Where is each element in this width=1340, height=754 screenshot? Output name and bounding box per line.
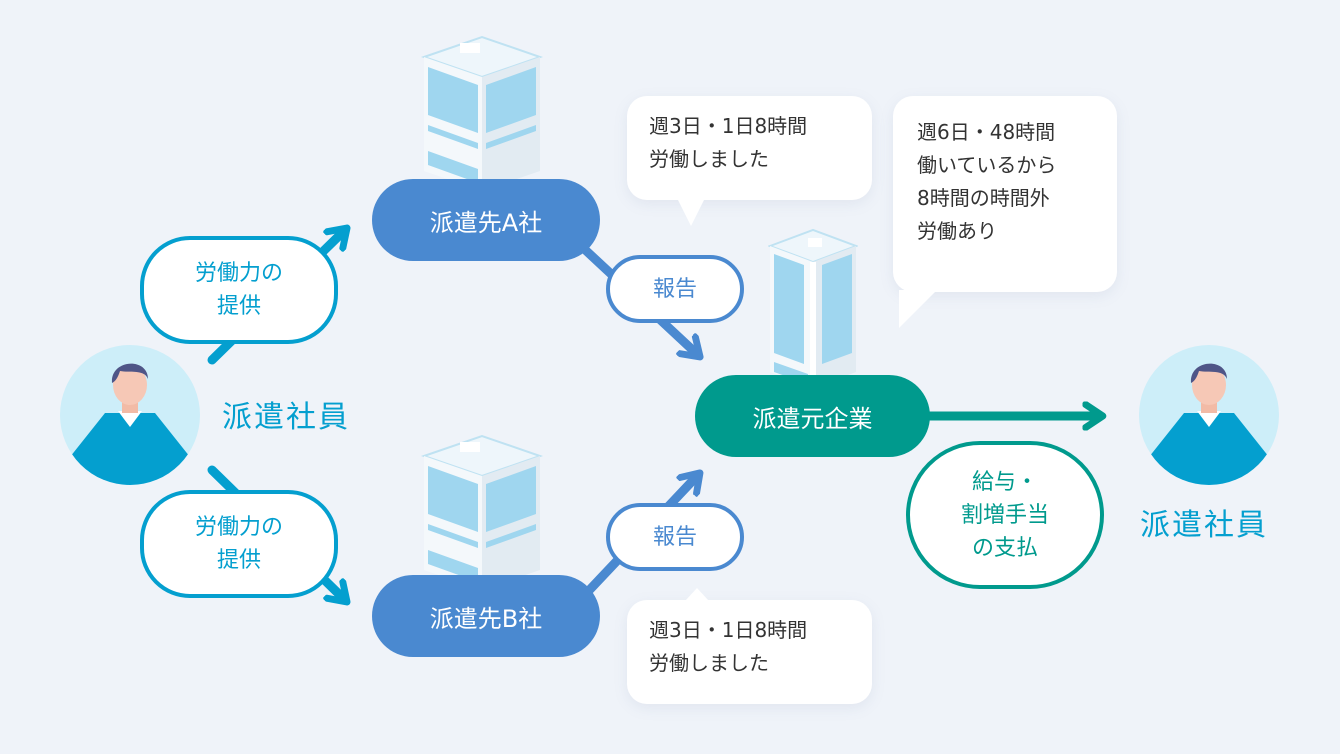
office-tower-icon — [768, 228, 858, 388]
labor-provision-top: 労働力の 提供 — [140, 236, 338, 344]
bubble-tail — [677, 198, 705, 226]
speech-bubble-company-a: 週3日・1日8時間 労働しました — [627, 96, 872, 226]
person-avatar-icon — [1149, 363, 1269, 485]
bubble-tail — [685, 588, 709, 601]
payment-label: 給与・ 割増手当 の支払 — [906, 441, 1104, 589]
company-b-node: 派遣先B社 — [372, 575, 600, 657]
report-label-bottom: 報告 — [606, 503, 744, 571]
right-employee-avatar — [1139, 345, 1279, 485]
left-employee-avatar — [60, 345, 200, 485]
report-label-top: 報告 — [606, 255, 744, 323]
company-a-node: 派遣先A社 — [372, 179, 600, 261]
source-company-node: 派遣元企業 — [695, 375, 930, 457]
right-employee-label: 派遣社員 — [1140, 508, 1268, 543]
office-building-icon — [420, 35, 544, 191]
office-building-icon — [420, 434, 544, 590]
speech-bubble-source-company: 週6日・48時間 働いているから 8時間の時間外 労働あり — [893, 96, 1117, 328]
person-avatar-icon — [70, 363, 190, 485]
bubble-tail — [899, 290, 937, 328]
speech-bubble-company-b: 週3日・1日8時間 労働しました — [627, 588, 872, 704]
labor-provision-bottom: 労働力の 提供 — [140, 490, 338, 598]
left-employee-label: 派遣社員 — [222, 400, 350, 435]
